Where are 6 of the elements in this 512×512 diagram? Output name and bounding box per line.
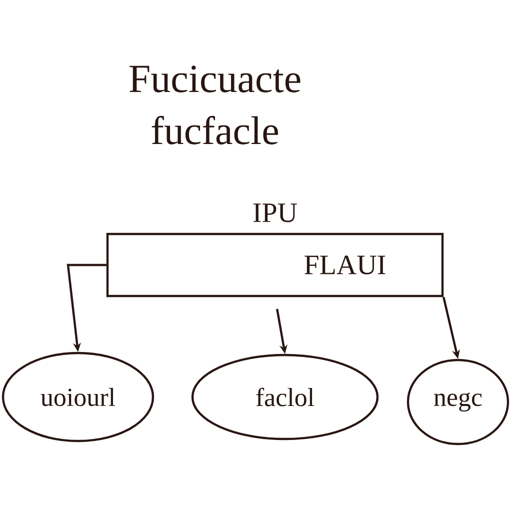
ellipse-node: faclol (191, 354, 379, 440)
process-box: IPU FLAUI (106, 204, 444, 298)
title: Fucicuacte fucfacle (130, 66, 300, 144)
ellipse-node: negc (406, 358, 510, 446)
ellipse-node: uoiourl (2, 352, 154, 442)
node-label: IPU (253, 204, 297, 222)
